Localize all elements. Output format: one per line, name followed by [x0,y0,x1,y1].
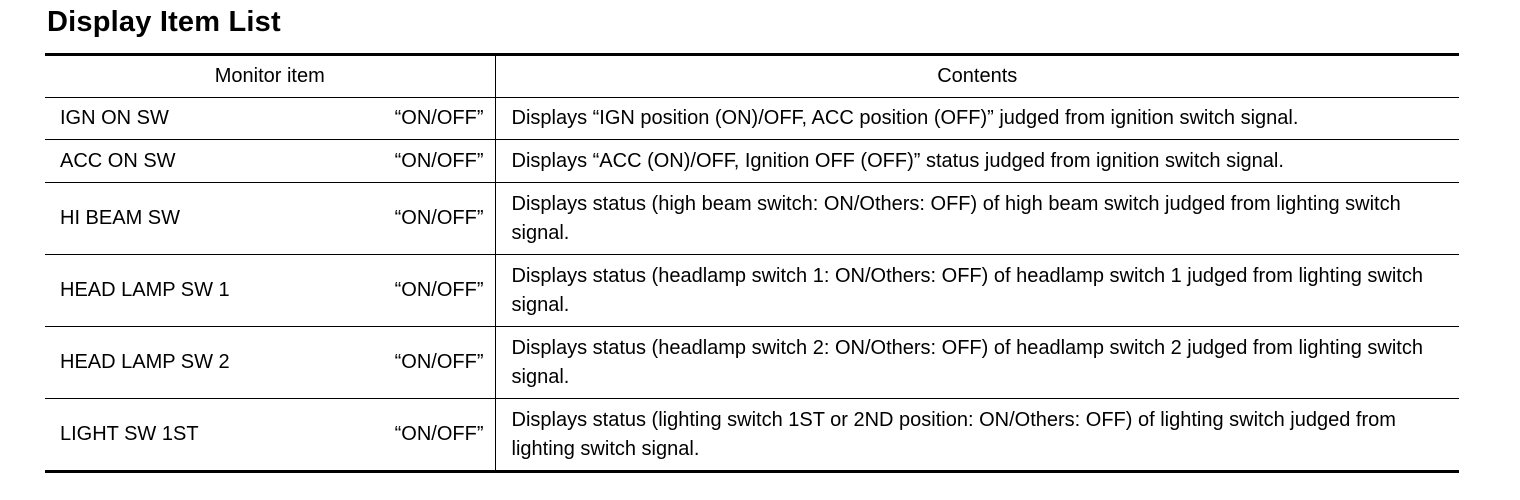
monitor-item-value: “ON/OFF” [380,398,496,472]
table-header-row: Monitor item Contents [45,54,1459,98]
monitor-item-name: LIGHT SW 1ST [45,398,380,472]
table-row: HI BEAM SW “ON/OFF” Displays status (hig… [45,182,1459,255]
table-row: IGN ON SW “ON/OFF” Displays “IGN positio… [45,97,1459,140]
display-item-table-container: Monitor item Contents IGN ON SW “ON/OFF”… [45,53,1459,473]
header-contents: Contents [495,54,1459,98]
monitor-item-contents: Displays status (high beam switch: ON/Ot… [495,182,1459,255]
monitor-item-value: “ON/OFF” [380,182,496,255]
display-item-table: Monitor item Contents IGN ON SW “ON/OFF”… [45,53,1459,473]
monitor-item-contents: Displays “ACC (ON)/OFF, Ignition OFF (OF… [495,139,1459,183]
monitor-item-contents: Displays status (headlamp switch 1: ON/O… [495,254,1459,327]
monitor-item-name: ACC ON SW [45,139,380,183]
monitor-item-value: “ON/OFF” [380,139,496,183]
table-row: HEAD LAMP SW 1 “ON/OFF” Displays status … [45,254,1459,327]
monitor-item-name: HEAD LAMP SW 1 [45,254,380,327]
monitor-item-value: “ON/OFF” [380,254,496,327]
monitor-item-value: “ON/OFF” [380,326,496,399]
monitor-item-name: HEAD LAMP SW 2 [45,326,380,399]
monitor-item-name: HI BEAM SW [45,182,380,255]
page-title: Display Item List [47,6,281,38]
table-row: HEAD LAMP SW 2 “ON/OFF” Displays status … [45,326,1459,399]
monitor-item-name: IGN ON SW [45,97,380,140]
table-row: ACC ON SW “ON/OFF” Displays “ACC (ON)/OF… [45,139,1459,183]
monitor-item-contents: Displays status (lighting switch 1ST or … [495,398,1459,472]
header-monitor-item: Monitor item [45,54,496,98]
monitor-item-value: “ON/OFF” [380,97,496,140]
monitor-item-contents: Displays status (headlamp switch 2: ON/O… [495,326,1459,399]
table-row: LIGHT SW 1ST “ON/OFF” Displays status (l… [45,398,1459,472]
monitor-item-contents: Displays “IGN position (ON)/OFF, ACC pos… [495,97,1459,140]
